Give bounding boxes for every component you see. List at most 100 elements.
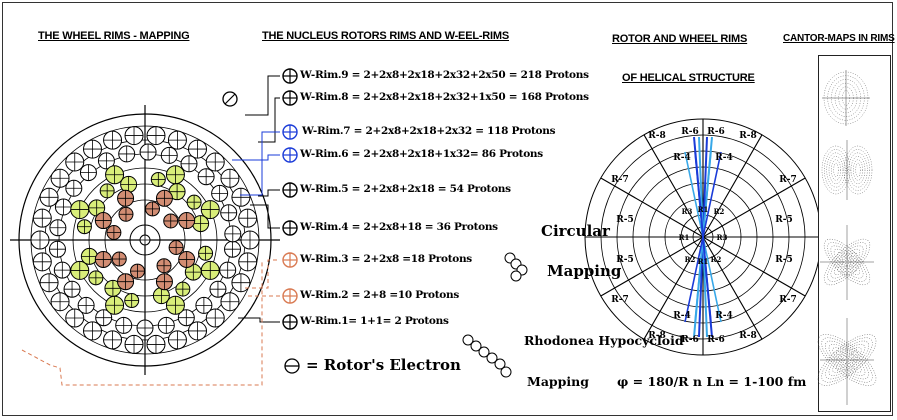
rotor-mark [186,194,202,210]
rotor-mark [168,183,186,201]
rotor-mark [97,152,115,170]
rotor-mark [146,126,166,146]
rotor-mark [155,273,173,291]
rotor-mark [205,308,225,328]
rotor-mark [83,321,102,341]
rim-label-5: W-Rim.5 = 2+2x8+2x18 = 54 Protons [300,183,511,195]
rotor-mark [238,252,258,272]
rotor-mark [168,239,184,255]
rotor-mark [103,330,123,350]
rotor-mark [231,273,251,293]
rotor-mark [220,204,238,222]
rotor-mark [105,295,125,315]
polar-label: R1 [698,257,709,266]
rotor-mark [165,295,185,315]
rotor-mark [150,171,166,187]
rotor-mark [155,189,173,207]
rotor-electron-label: = Rotor's Electron [306,356,461,374]
rotor-mark [200,200,220,220]
polar-label: R-5 [775,255,792,265]
cantor-map [821,145,851,195]
polar-spoke [600,177,704,238]
rotor-mark [240,230,260,250]
rotor-mark [49,219,67,237]
rotor-mark [178,212,196,230]
rim-label-2: W-Rim.2 = 2+8 =10 Protons [300,289,459,301]
rotor-mark [32,252,52,272]
heading-cantor-maps: CANTOR-MAPS IN RIMS [783,33,895,44]
diagram-frame [2,2,893,416]
rotor-mark [30,230,50,250]
rotor-mark [115,316,133,334]
rim-label-6: W-Rim.6 = 2+2x8+2x18+1x32= 86 Protons [300,148,543,160]
rotor-mark [177,309,195,327]
rotor-mark [54,198,72,216]
polar-label: R-5 [616,215,633,225]
polar-label: R3 [682,207,693,216]
polar-label: R-7 [611,295,628,305]
rotor-mark [220,168,240,188]
polar-spoke [702,134,763,238]
polar-label: R-4 [673,153,690,163]
cantor-map [823,238,871,286]
rotor-mark [65,152,85,172]
rotor-mark [94,250,112,268]
rotor-mark [180,155,198,173]
heading-helical-structure: OF HELICAL STRUCTURE [622,72,755,84]
rotor-mark [83,139,102,159]
rotor-mark [224,225,242,243]
rotor-mark [195,296,213,314]
rotor-mark [103,130,123,150]
rotor-mark [220,292,240,312]
rim-symbol-6 [282,147,298,163]
heading-rotor-wheel-rims: ROTOR AND WHEEL RIMS [612,33,748,45]
rotor-mark [111,251,127,267]
formula-label: φ = 180/R n Ln = 1-100 fm [617,374,807,389]
rotor-mark [95,309,113,327]
rim-symbol-8 [282,90,298,106]
rotor-mark [238,208,258,228]
polar-label: R2 [685,255,696,264]
rotor-mark [65,308,85,328]
polar-spoke [702,236,763,340]
rotor-mark [53,261,71,279]
rotor-mark [188,321,207,341]
rotor-mark [117,273,135,291]
polar-spoke [702,236,806,297]
polar-label: R-6 [681,335,698,345]
rim-label-1: W-Rim.1= 1+1= 2 Protons [300,315,449,327]
rotor-mark [178,250,196,268]
rotor-mark [118,145,136,163]
polar-spoke [600,236,704,297]
rotor-mark [231,187,251,207]
polar-spoke [702,177,806,238]
rim-symbol-5 [282,182,298,198]
rim-label-9: W-Rim.9 = 2+2x8+2x18+2x32+2x50 = 218 Pro… [300,69,589,81]
rotor-mark [197,168,215,186]
rotor-mark [146,334,166,354]
heading-nucleus-rotors: THE NUCLEUS ROTORS RIMS AND W-EEL-RIMS [262,30,510,42]
electron-legend-icon [284,358,300,374]
rim-label-4: W-Rim.4 = 2+2x8+18 = 36 Protons [300,221,498,233]
rotor-mark [157,316,175,334]
rotor-mark [139,234,151,246]
rotor-mark [48,240,66,258]
rim-symbol-4 [282,220,298,236]
polar-label: R-8 [648,131,665,141]
rotor-mark [32,208,52,228]
rim-connectors [21,75,280,386]
rim-label-8: W-Rim.8 = 2+2x8+2x18+2x32+1x50 = 168 Pro… [300,91,589,103]
rotor-mark [76,219,92,235]
rotor-mark [65,179,83,197]
rotor-mark [117,189,135,207]
rotor-mark [209,280,227,298]
rotor-mark [124,334,144,354]
rim-symbol-9 [282,68,298,84]
polar-label: R1 [679,233,690,242]
polar-label: R3 [717,233,728,242]
rotor-mark [79,164,97,182]
rotor-mark [136,319,154,337]
